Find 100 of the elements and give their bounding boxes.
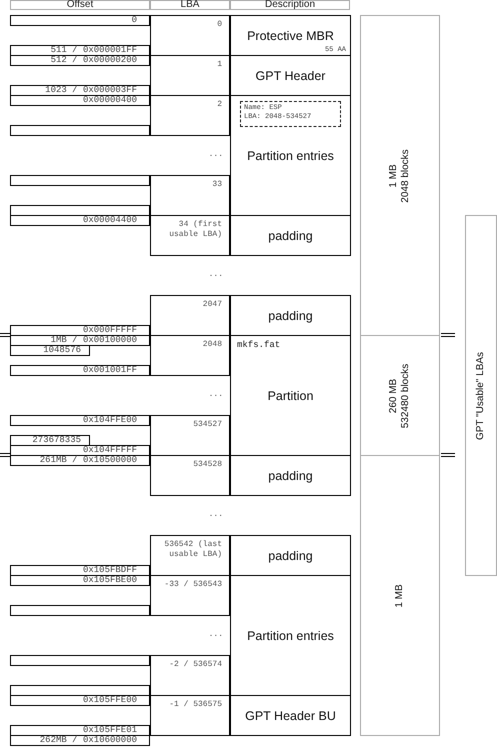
header-cell [150, 0, 230, 10]
header-cell [230, 0, 350, 10]
region-label: Protective MBR [247, 28, 334, 42]
offset-value: 511 / 0x000001FF [50, 45, 137, 55]
size-label: 1 MB [394, 584, 406, 608]
region-box [230, 15, 351, 56]
offset-box [10, 435, 90, 446]
lba-cell [150, 175, 230, 216]
region-box [230, 95, 351, 216]
offset-box [10, 325, 150, 336]
lba-number: 2 [217, 100, 222, 110]
offset-value: 0x001001FF [82, 365, 137, 375]
offset-value: 0x105FFE01 [82, 725, 137, 735]
region-box [230, 455, 351, 496]
lba-number: 33 [212, 180, 222, 190]
offset-box [10, 15, 150, 26]
lba-cell [150, 55, 230, 96]
lba-number: 536542 (last usable LBA) [163, 540, 222, 560]
lba-cell [150, 415, 230, 456]
region-box [230, 535, 351, 576]
size-label: 260 MB [388, 377, 400, 415]
offset-box [10, 85, 150, 96]
size-bar [465, 215, 497, 576]
region-box [230, 695, 351, 736]
lba-number: -33 / 536543 [164, 580, 222, 590]
offset-box [10, 445, 150, 456]
region-label: Partition [268, 388, 314, 402]
region-label: GPT Header [256, 68, 326, 82]
ellipsis-label: ... [208, 510, 223, 519]
ellipsis-label: ... [208, 390, 223, 399]
offset-value: 0x104FFE00 [82, 415, 137, 425]
offset-box [10, 55, 150, 66]
region-label: padding [268, 468, 313, 482]
lba-number: -2 / 536574 [169, 660, 222, 670]
offset-box [10, 125, 150, 136]
lba-number: 1 [217, 60, 222, 70]
offset-box [10, 575, 150, 586]
ellipsis-label: ... [208, 270, 223, 279]
offset-box [10, 455, 150, 466]
offset-box [10, 685, 150, 696]
ellipsis-label: ... [208, 630, 223, 639]
lba-number: 0 [217, 20, 222, 30]
region-label: padding [268, 548, 313, 562]
lba-number: 34 (first usable LBA) [168, 220, 222, 240]
offset-value: 512 / 0x00000200 [50, 55, 137, 65]
offset-value: 0x105FBE00 [82, 575, 137, 585]
offset-value: 273678335 [32, 435, 81, 445]
region-label: GPT Header BU [245, 708, 336, 722]
lba-cell [150, 295, 230, 336]
offset-box [10, 45, 150, 56]
size-label: 2048 blocks [400, 148, 412, 202]
lba-cell [150, 575, 230, 616]
region-box [230, 575, 351, 696]
offset-box [10, 695, 150, 706]
offset-box [10, 95, 150, 106]
offset-box [10, 335, 150, 346]
offset-value: 262MB / 0x10600000 [40, 735, 137, 745]
lba-number: 534527 [193, 420, 222, 430]
filesystem-label: mkfs.fat [237, 340, 280, 350]
lba-cell [150, 455, 230, 496]
lba-number: -1 / 536575 [169, 700, 222, 710]
lba-cell [150, 655, 230, 696]
offset-value: 0x105FBDFF [82, 565, 137, 575]
column-header: Description [264, 0, 316, 10]
region-box [230, 55, 351, 96]
lba-cell [150, 95, 230, 136]
offset-value: 1023 / 0x000003FF [45, 85, 137, 95]
offset-box [10, 345, 90, 356]
region-box [230, 295, 351, 336]
partition-entry-box [240, 101, 341, 127]
offset-box [10, 605, 150, 616]
offset-value: 0 [132, 15, 137, 25]
lba-cell [150, 535, 230, 576]
offset-value: 1MB / 0x00100000 [50, 335, 137, 345]
lba-number: 2048 [202, 340, 222, 350]
lba-cell [150, 215, 230, 256]
ellipsis-label: ... [208, 150, 223, 159]
region-label: padding [268, 308, 313, 322]
offset-box [10, 365, 150, 376]
size-bar [360, 455, 440, 736]
offset-value: 0x104FFFFF [82, 445, 137, 455]
region-box [230, 335, 351, 456]
lba-cell [150, 695, 230, 736]
offset-box [10, 725, 150, 736]
region-label: Partition entries [247, 628, 334, 642]
region-label: padding [268, 228, 313, 242]
column-header: LBA [180, 0, 200, 10]
lba-number: 2047 [202, 300, 222, 310]
lba-cell [150, 335, 230, 376]
offset-box [10, 415, 150, 426]
offset-value: 0x000FFFFF [82, 325, 137, 335]
offset-box [10, 205, 150, 216]
size-label: 1 MB [388, 162, 400, 190]
offset-value: 0x00004400 [82, 215, 137, 225]
offset-value: 1048576 [43, 345, 81, 355]
offset-box [10, 655, 150, 666]
offset-value: 0x105FFE00 [82, 695, 137, 705]
size-label: GPT "Usable" LBAs [475, 351, 487, 440]
region-box [230, 215, 351, 256]
offset-box [10, 215, 150, 226]
